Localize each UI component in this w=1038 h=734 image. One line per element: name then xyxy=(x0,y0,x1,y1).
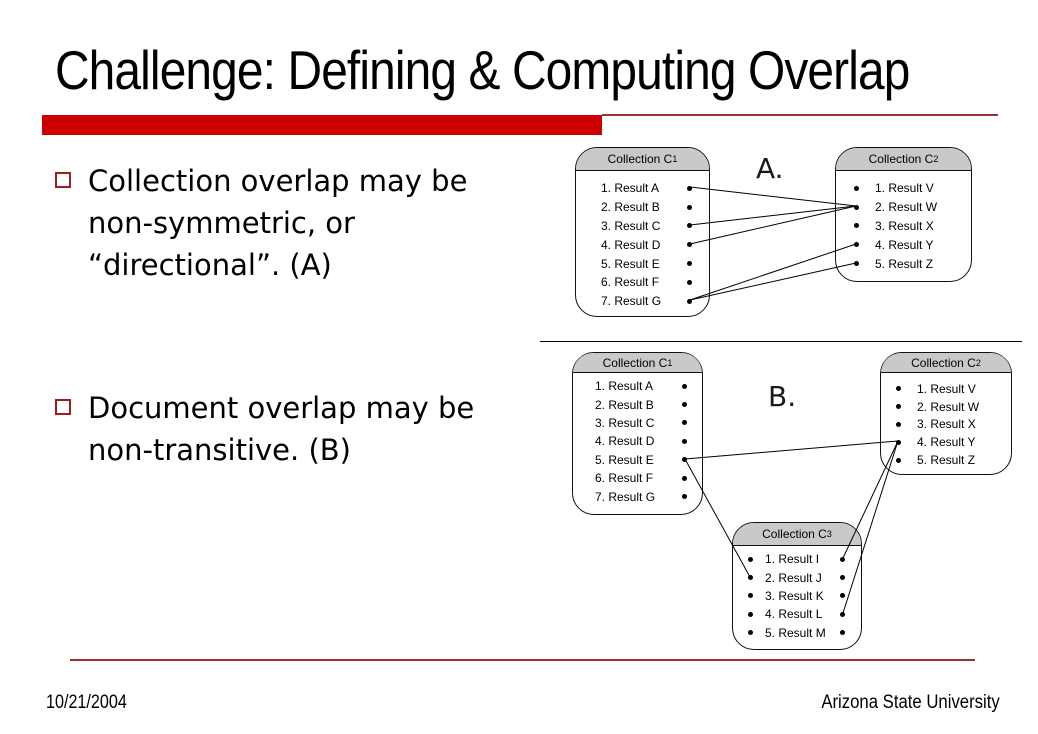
list-item: 5. Result M xyxy=(733,624,861,642)
connector-dot xyxy=(854,242,859,248)
footer-date: 10/21/2004 xyxy=(46,692,127,713)
list-item: 2. Result W xyxy=(836,198,971,217)
connector-dot xyxy=(896,457,901,463)
list-item: 1. Result A xyxy=(576,179,709,198)
connector-dot xyxy=(854,185,859,191)
bullet-line: Document overlap may be xyxy=(88,391,475,425)
list-item: 3. Result C xyxy=(576,217,709,236)
connector-dot xyxy=(682,383,687,389)
title-accent-bar xyxy=(42,115,602,135)
square-bullet-icon xyxy=(55,399,71,415)
list-item: 7. Result G xyxy=(576,292,709,311)
connector-dot xyxy=(748,556,753,562)
connector-dot xyxy=(840,630,845,636)
bullet-line: non-transitive. (B) xyxy=(88,433,351,467)
list-item: 5. Result Z xyxy=(881,451,1011,469)
list-item: 4. Result D xyxy=(576,235,709,254)
connector-dot xyxy=(840,556,845,562)
bullet-line: non-symmetric, or xyxy=(88,206,355,240)
collection-title-text: Collection C xyxy=(868,152,934,166)
list-item: 1. Result V xyxy=(881,380,1011,398)
slide-title: Challenge: Defining & Computing Overlap xyxy=(55,39,910,101)
collection-title-text: Collection C xyxy=(762,527,827,541)
collection-title-text: Collection C xyxy=(602,355,668,370)
list-item: 6. Result F xyxy=(573,469,702,487)
list-item: 6. Result F xyxy=(576,273,709,292)
connector-dot xyxy=(687,204,692,210)
list-item: 2. Result J xyxy=(733,568,861,586)
diagram-b-label: B. xyxy=(768,380,797,413)
connector-dot xyxy=(682,438,687,444)
connector-dot xyxy=(687,279,692,285)
connector-dot xyxy=(748,630,753,636)
connector-dot xyxy=(840,593,845,599)
list-item: 1. Result I xyxy=(733,550,861,568)
diagram-a-label: A. xyxy=(756,152,784,185)
connector-dot xyxy=(682,494,687,500)
connector-dot xyxy=(748,611,753,617)
list-item: 2. Result W xyxy=(881,398,1011,416)
section-divider-line xyxy=(540,341,1022,342)
title-accent-line xyxy=(602,114,998,116)
connector-dot xyxy=(687,242,692,248)
bullet-line: “directional”. (A) xyxy=(88,248,332,282)
connector-dot xyxy=(687,223,692,229)
connector-dot xyxy=(748,575,753,581)
connector-dot xyxy=(896,386,901,392)
bullet-line: Collection overlap may be xyxy=(88,164,468,198)
connector-dot xyxy=(854,261,859,267)
connector-dot xyxy=(854,204,859,210)
collection-title-text: Collection C xyxy=(911,355,976,370)
connector-dot xyxy=(682,457,687,463)
connector-dot xyxy=(687,185,692,191)
connector-dot xyxy=(854,223,859,229)
bullet-item-collection-overlap: Collection overlap may be non-symmetric,… xyxy=(55,160,467,286)
connector-dot xyxy=(682,420,687,426)
list-item: 3. Result K xyxy=(733,587,861,605)
list-item: 5. Result E xyxy=(573,451,702,469)
list-item: 7. Result G xyxy=(573,487,702,505)
list-item: 1. Result V xyxy=(836,179,971,198)
bullet-item-document-overlap: Document overlap may be non-transitive. … xyxy=(55,387,474,471)
list-item: 5. Result Z xyxy=(836,254,971,273)
connector-dot xyxy=(748,593,753,599)
list-item: 3. Result C xyxy=(573,414,702,432)
connector-dot xyxy=(896,439,901,445)
footer-divider-line xyxy=(70,659,975,661)
connector-dot xyxy=(682,475,687,481)
footer-organization: Arizona State University xyxy=(821,692,1000,713)
connector-dot xyxy=(687,298,692,304)
list-item: 4. Result D xyxy=(573,432,702,450)
list-item: 3. Result X xyxy=(836,217,971,236)
list-item: 1. Result A xyxy=(573,377,702,395)
list-item: 2. Result B xyxy=(573,395,702,413)
connector-dot xyxy=(896,421,901,427)
list-item: 5. Result E xyxy=(576,254,709,273)
connector-dot xyxy=(840,611,845,617)
connector-dot xyxy=(682,402,687,408)
list-item: 4. Result L xyxy=(733,605,861,623)
square-bullet-icon xyxy=(55,172,71,188)
connector-dot xyxy=(840,575,845,581)
collection-title-text: Collection C xyxy=(607,152,673,166)
list-item: 3. Result X xyxy=(881,416,1011,434)
list-item: 2. Result B xyxy=(576,198,709,217)
connector-dot xyxy=(687,261,692,267)
list-item: 4. Result Y xyxy=(881,433,1011,451)
connector-dot xyxy=(896,404,901,410)
list-item: 4. Result Y xyxy=(836,235,971,254)
